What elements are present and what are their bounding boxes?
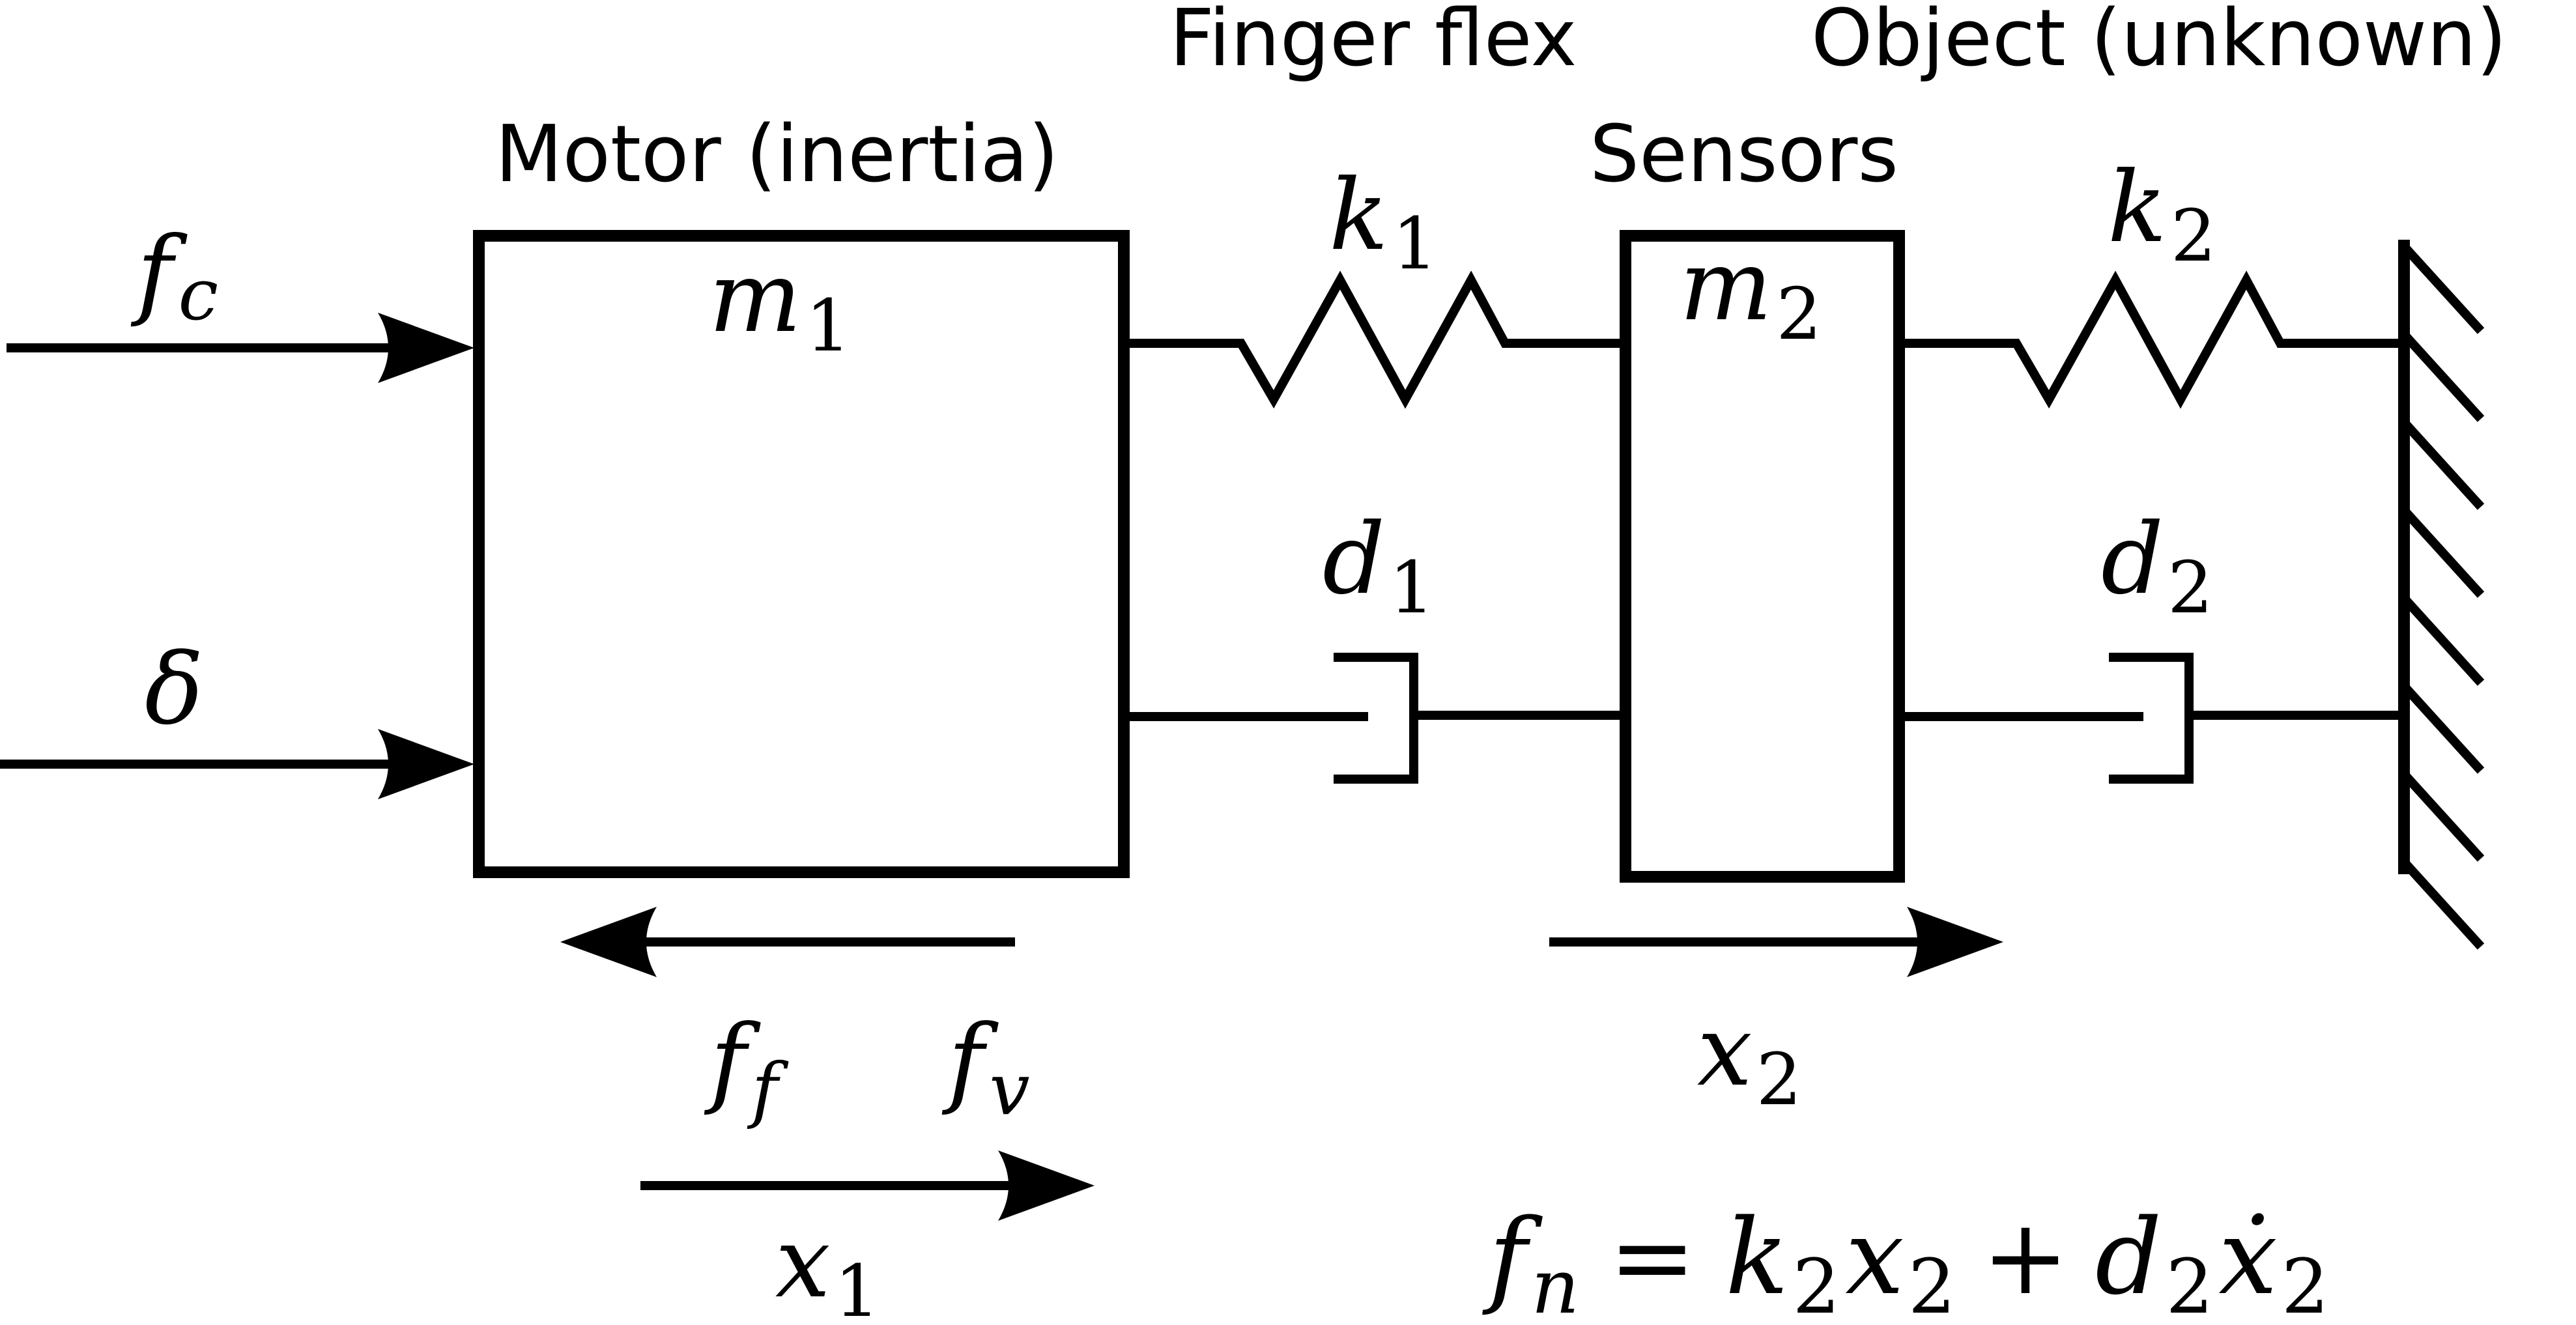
fc-arrowhead	[378, 313, 474, 383]
input-delta: δ	[0, 633, 474, 799]
x2-symbol: x2	[1697, 995, 1802, 1121]
ff-symbol: ff	[704, 1004, 789, 1131]
friction-force-arrow	[560, 907, 1015, 977]
spring-k1	[1124, 270, 1625, 409]
spring-k2	[1899, 270, 2404, 409]
x1-displacement-arrow	[640, 1150, 1095, 1221]
mass-m2-box	[1620, 230, 1905, 883]
d2-symbol: d2	[2101, 503, 2213, 629]
x2-displacement-arrow	[1549, 907, 2003, 977]
motor-label: Motor (inertia)	[495, 109, 1059, 200]
wall-hatch-stroke	[2400, 243, 2485, 334]
fc-symbol: fc	[130, 216, 218, 336]
k2-symbol: k2	[2108, 151, 2216, 278]
ground-wall	[2398, 240, 2485, 950]
d1-symbol: d1	[1323, 503, 1435, 629]
delta-symbol: δ	[145, 633, 203, 747]
sensors-label: Sensors	[1590, 109, 1898, 200]
finger-flex-label: Finger flex	[1169, 0, 1577, 84]
damper-d2	[1899, 653, 2404, 784]
wall-hatch-stroke	[2400, 507, 2485, 598]
wall-hatch-stroke	[2400, 683, 2485, 774]
x1-symbol: x1	[775, 1206, 880, 1325]
damper-d1	[1124, 653, 1625, 784]
object-label: Object (unknown)	[1811, 0, 2507, 84]
input-force-fc: fc	[7, 216, 474, 383]
wall-hatch-stroke	[2400, 419, 2485, 510]
fv-symbol: fv	[941, 1004, 1030, 1131]
delta-arrowhead	[378, 729, 474, 799]
x2-arrowhead	[1907, 907, 2003, 977]
wall-hatching	[2400, 243, 2485, 950]
m2-symbol: m2	[1680, 229, 1822, 356]
m1-symbol: m1	[709, 241, 851, 367]
k1-symbol: k1	[1329, 159, 1438, 285]
wall-hatch-stroke	[2400, 859, 2485, 950]
x1-arrowhead	[998, 1150, 1095, 1221]
friction-arrowhead	[560, 907, 657, 977]
wall-hatch-stroke	[2400, 331, 2485, 422]
normal-force-equation: fn=k2x2+d2ẋ2	[1482, 1196, 2329, 1325]
wall-hatch-stroke	[2400, 595, 2485, 686]
mass-m1-box	[473, 230, 1130, 878]
wall-hatch-stroke	[2400, 771, 2485, 862]
